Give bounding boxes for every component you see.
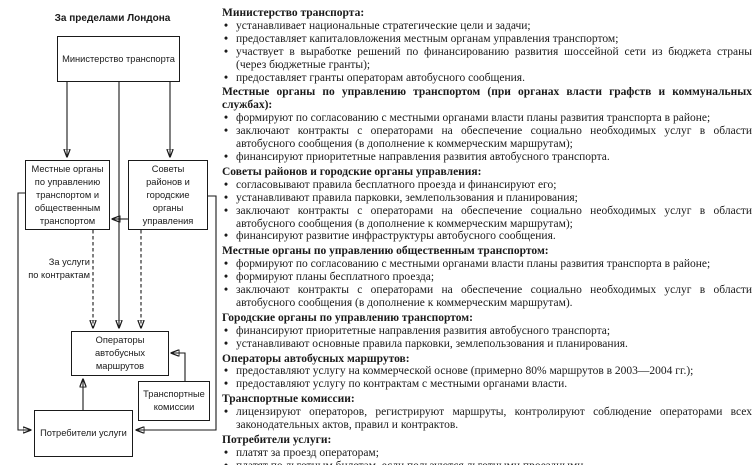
- legend-section-commissions: Транспортные комиссии: лицензируют опера…: [222, 393, 752, 432]
- bullet-item: лицензируют операторов, регистрируют мар…: [222, 406, 752, 432]
- bullet-item: участвует в выработке решений по финанси…: [222, 46, 752, 72]
- bullet-item: платят по льготным билетам, если пользую…: [222, 460, 752, 465]
- bullet-item: предоставляет капиталовложения местным о…: [222, 33, 752, 46]
- edge-label-contract-services: За услуги по контрактам: [20, 256, 90, 282]
- edge-label-line2: по контрактам: [28, 270, 90, 280]
- bullet-item: формируют по согласованию с местными орг…: [222, 258, 752, 271]
- edge-local-to-consumers: [17, 192, 31, 430]
- bullet-item: устанавливает национальные стратегически…: [222, 20, 752, 33]
- bullet-item: заключают контракты с операторами на обе…: [222, 125, 752, 151]
- legend-section-operators: Операторы автобусных маршрутов: предоста…: [222, 353, 752, 392]
- bullet-item: финансируют приоритетные направления раз…: [222, 151, 752, 164]
- node-label: Потребители услуги: [40, 428, 127, 438]
- legend-section-consumers: Потребители услуги: платят за проезд опе…: [222, 434, 752, 465]
- legend-section-councils: Советы районов и городские органы управл…: [222, 166, 752, 243]
- section-title: Операторы автобусных маршрутов:: [222, 352, 410, 365]
- legend-section-local-transport: Местные органы по управлению транспортом…: [222, 86, 752, 163]
- node-label: Местные органы по управлению транспортом…: [31, 163, 104, 226]
- node-local-transport-authorities: Местные органы по управлению транспортом…: [25, 160, 110, 230]
- node-bus-operators: Операторы автобусных маршрутов: [71, 331, 169, 376]
- flowchart-connectors: [17, 82, 217, 465]
- bullet-item: финансируют приоритетные направления раз…: [222, 325, 752, 338]
- section-title: Транспортные комиссии:: [222, 393, 355, 406]
- node-transport-commissions: Транспортные комиссии: [138, 381, 210, 421]
- section-title: Городские органы по управлению транспорт…: [222, 311, 473, 324]
- node-label: Транспортные комиссии: [143, 389, 205, 412]
- bullet-item: формируют по согласованию с местными орг…: [222, 112, 752, 125]
- edge-commissions-to-operators: [171, 353, 186, 381]
- diagram-title: За пределами Лондона: [54, 13, 171, 24]
- bullet-item: формируют планы бесплатного проезда;: [222, 271, 752, 284]
- legend-column: Министерство транспорта: устанавливает н…: [222, 7, 752, 465]
- section-title: Министерство транспорта:: [222, 7, 365, 19]
- node-ministry-of-transport: Министерство транспорта: [57, 36, 180, 82]
- legend-section-ministry: Министерство транспорта: устанавливает н…: [222, 7, 752, 84]
- bullet-item: предоставляет гранты операторам автобусн…: [222, 72, 752, 85]
- section-title: Местные органы по управлению общественны…: [222, 245, 549, 258]
- section-title: Советы районов и городские органы управл…: [222, 165, 482, 178]
- bullet-item: устанавливают правила парковки, землепол…: [222, 192, 752, 205]
- bullet-item: платят за проезд операторам;: [222, 447, 752, 460]
- edge-label-line1: За услуги: [48, 257, 90, 267]
- node-label: Советы районов и городские органы управл…: [142, 163, 194, 226]
- bullet-item: финансируют развитие инфраструктуры авто…: [222, 230, 752, 243]
- node-service-consumers: Потребители услуги: [34, 410, 133, 457]
- bullet-item: заключают контракты с операторами на обе…: [222, 205, 752, 231]
- legend-section-public-transport: Местные органы по управлению общественны…: [222, 245, 752, 310]
- node-district-councils: Советы районов и городские органы управл…: [128, 160, 208, 230]
- edge-councils-to-consumers: [136, 195, 217, 430]
- node-label: Операторы автобусных маршрутов: [94, 335, 145, 371]
- flowchart-outside-london: За пределами Лондона Министерство трансп…: [0, 0, 222, 465]
- bullet-item: заключают контракты с операторами на обе…: [222, 284, 752, 310]
- bullet-item: устанавливают основные правила парковки,…: [222, 338, 752, 351]
- legend-section-city-authorities: Городские органы по управлению транспорт…: [222, 312, 752, 351]
- node-label: Министерство транспорта: [62, 53, 175, 64]
- bullet-item: согласовывают правила бесплатного проезд…: [222, 179, 752, 192]
- section-title: Местные органы по управлению транспортом…: [222, 86, 752, 112]
- bullet-item: предоставляют услугу на коммерческой осн…: [222, 365, 752, 378]
- bullet-item: предоставляют услугу по контрактам с мес…: [222, 378, 752, 391]
- section-title: Потребители услуги:: [222, 434, 332, 446]
